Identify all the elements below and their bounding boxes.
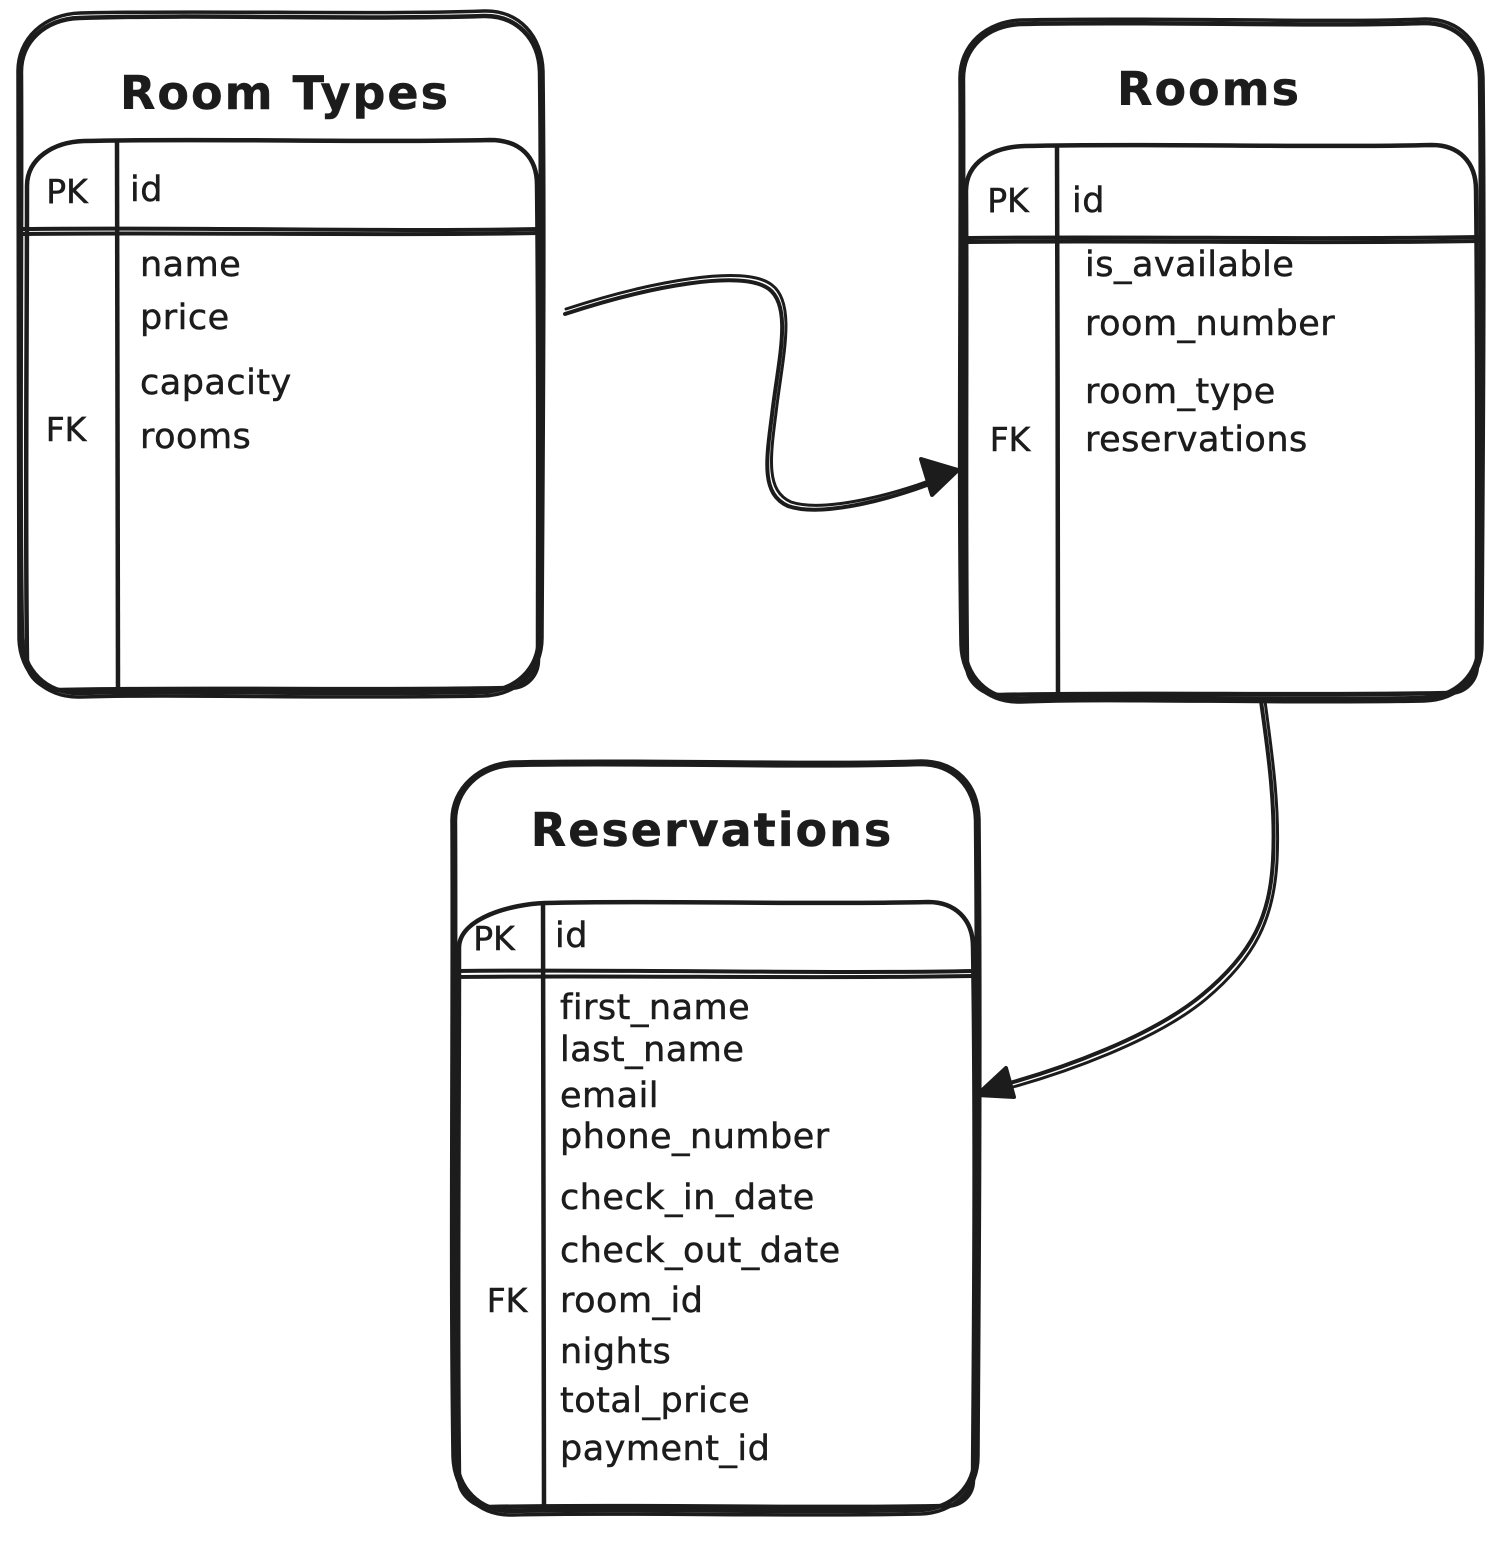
reservations-pk-separator <box>455 968 976 974</box>
table-box-room-types <box>16 9 546 699</box>
rooms-pk-key-label: PK <box>987 181 1029 221</box>
reservations-field-total-price: total_price <box>560 1381 751 1422</box>
reservations-field-check-out-date: check_out_date <box>560 1231 841 1272</box>
room-types-pk-field-label: id <box>130 170 163 211</box>
room-types-field-price: price <box>140 298 230 339</box>
room-types-pk-separator <box>21 226 541 232</box>
reservations-field-last-name: last_name <box>560 1030 745 1071</box>
arrowhead-icon <box>919 457 960 497</box>
table-title-room-types: Room Types <box>120 66 450 121</box>
table-box-reservations <box>449 759 982 1517</box>
room-types-key-divider <box>114 139 121 692</box>
reservations-fk-key-label: FK <box>486 1281 528 1321</box>
relationship-arrow-rooms-to-reservations <box>975 699 1280 1099</box>
relationship-arrow-room-types-to-rooms <box>563 274 960 512</box>
reservations-field-payment-id: payment_id <box>560 1429 771 1470</box>
room-types-field-capacity: capacity <box>140 363 292 404</box>
room-types-fk-key-label: FK <box>45 410 87 450</box>
reservations-field-check-in-date: check_in_date <box>560 1178 815 1219</box>
room-types-field-name: name <box>140 245 242 286</box>
reservations-pk-field-label: id <box>555 916 588 957</box>
rooms-key-divider <box>1054 144 1061 697</box>
reservations-field-email: email <box>560 1076 660 1117</box>
reservations-field-phone-number: phone_number <box>560 1117 830 1158</box>
reservations-field-room-id: room_id <box>560 1281 704 1322</box>
rooms-pk-separator <box>962 235 1482 241</box>
table-title-reservations: Reservations <box>530 803 894 858</box>
reservations-pk-key-label: PK <box>473 919 515 959</box>
rooms-field-reservations: reservations <box>1085 420 1308 461</box>
table-box-rooms <box>957 17 1486 704</box>
rooms-field-is-available: is_available <box>1085 245 1295 286</box>
rooms-fk-key-label: FK <box>989 420 1031 460</box>
arrowhead-icon <box>975 1066 1016 1099</box>
reservations-field-nights: nights <box>560 1332 672 1373</box>
table-title-rooms: Rooms <box>1117 62 1301 117</box>
rooms-pk-field-label: id <box>1072 181 1105 222</box>
rooms-field-room-type: room_type <box>1085 372 1276 413</box>
room-types-pk-key-label: PK <box>46 172 88 212</box>
room-types-field-rooms: rooms <box>140 417 252 458</box>
rooms-field-room-number: room_number <box>1085 304 1336 345</box>
reservations-key-divider <box>540 901 547 1509</box>
reservations-field-first-name: first_name <box>560 988 751 1029</box>
